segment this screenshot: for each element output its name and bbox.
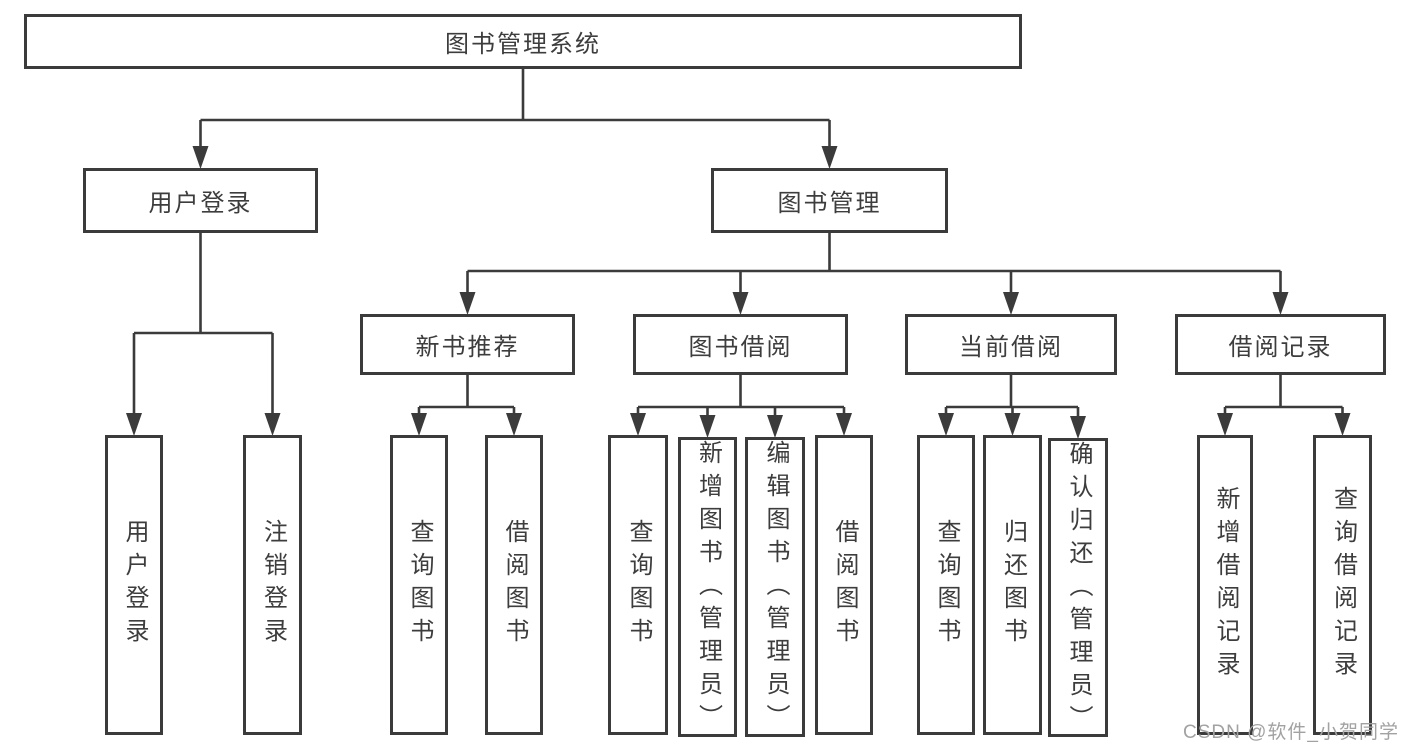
arrowhead-icon	[264, 413, 281, 436]
node-records: 借阅记录	[1175, 314, 1386, 375]
node-label: 查询借阅记录	[1329, 486, 1357, 684]
node-current: 当前借阅	[905, 314, 1117, 375]
arrowhead-icon	[699, 415, 716, 438]
node-label: 借阅记录	[1228, 334, 1333, 361]
node-b-edit: 编辑图书（管理员）	[745, 437, 805, 737]
arrowhead-icon	[1217, 413, 1233, 436]
arrowhead-icon	[630, 413, 646, 436]
node-rec: 新书推荐	[360, 314, 575, 375]
node-label: 借阅图书	[831, 519, 858, 651]
arrowhead-icon	[1003, 292, 1019, 315]
node-label: 新增图书（管理员）	[694, 440, 722, 737]
arrowhead-icon	[732, 292, 749, 315]
arrowhead-icon	[1272, 292, 1289, 315]
arrowhead-icon	[192, 146, 209, 169]
node-label: 查询图书	[933, 519, 960, 651]
arrowhead-icon	[411, 413, 427, 436]
node-user-login: 用户登录	[105, 435, 163, 735]
node-r-query: 查询借阅记录	[1313, 435, 1372, 735]
node-logout: 注销登录	[243, 435, 302, 735]
node-b-borrow: 借阅图书	[815, 435, 873, 735]
node-rec-query: 查询图书	[390, 435, 448, 735]
node-rec-borrow: 借阅图书	[485, 435, 543, 735]
node-c-confirm: 确认归还（管理员）	[1048, 438, 1108, 738]
arrowhead-icon	[767, 415, 783, 438]
node-label: 用户登录	[121, 519, 148, 651]
arrowhead-icon	[1334, 413, 1351, 436]
node-label: 图书借阅	[688, 334, 793, 361]
node-c-query: 查询图书	[917, 435, 975, 735]
arrowhead-icon	[1004, 413, 1021, 436]
node-label: 新增借阅记录	[1212, 486, 1239, 684]
node-label: 查询图书	[625, 519, 652, 651]
arrowhead-icon	[506, 413, 522, 436]
node-login: 用户登录	[83, 168, 318, 233]
node-label: 归还图书	[999, 519, 1027, 651]
node-label: 图书管理系统	[445, 31, 601, 58]
arrowhead-icon	[821, 146, 838, 169]
node-c-return: 归还图书	[983, 435, 1042, 735]
arrowhead-icon	[126, 413, 142, 436]
arrowhead-icon	[459, 292, 476, 315]
node-label: 用户登录	[148, 190, 253, 217]
arrowhead-icon	[1070, 416, 1086, 439]
node-label: 确认归还（管理员）	[1065, 441, 1092, 738]
arrowhead-icon	[836, 413, 852, 436]
node-label: 查询图书	[406, 519, 433, 651]
node-b-add: 新增图书（管理员）	[678, 437, 737, 737]
node-label: 编辑图书（管理员）	[762, 440, 789, 737]
arrowhead-icon	[938, 413, 954, 436]
node-label: 注销登录	[259, 519, 287, 651]
node-label: 新书推荐	[415, 334, 520, 361]
watermark: CSDN @软件_小贺同学	[1183, 722, 1399, 743]
node-root: 图书管理系统	[24, 14, 1022, 69]
node-b-query: 查询图书	[608, 435, 668, 735]
node-label: 图书管理	[777, 190, 882, 217]
node-mgmt: 图书管理	[711, 168, 948, 233]
node-label: 借阅图书	[501, 519, 528, 651]
node-label: 当前借阅	[959, 334, 1063, 361]
node-borrow: 图书借阅	[633, 314, 848, 375]
node-r-add: 新增借阅记录	[1197, 435, 1253, 735]
